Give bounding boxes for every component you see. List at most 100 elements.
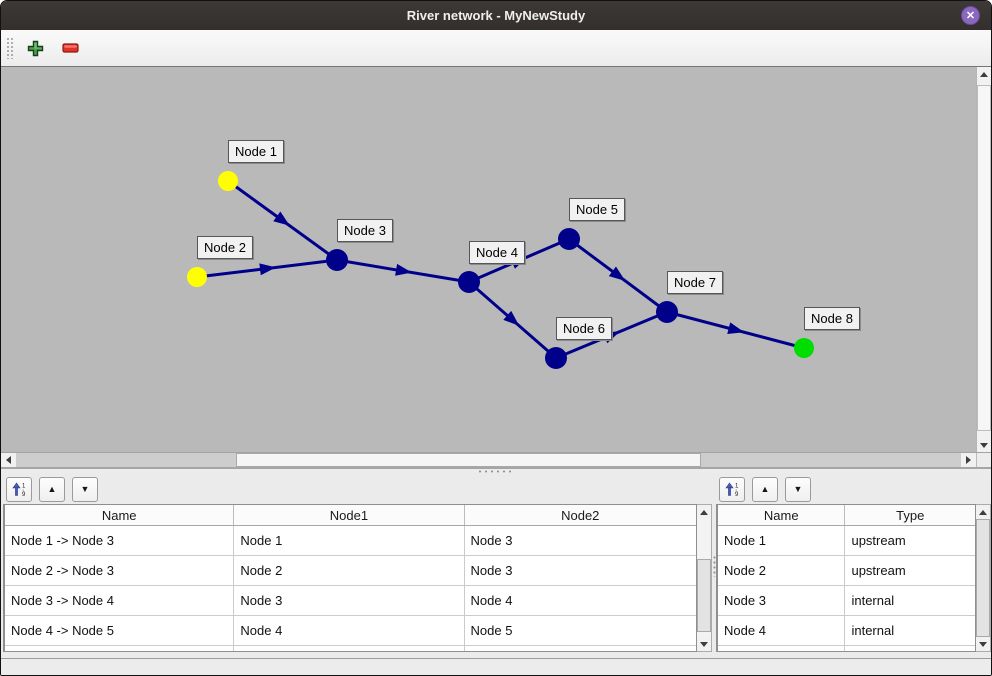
network-node[interactable] <box>558 228 580 250</box>
column-header[interactable]: Type <box>896 507 925 523</box>
nodes-table-scrollbar[interactable] <box>976 504 991 652</box>
scrollbar-track[interactable] <box>976 519 990 637</box>
node-label[interactable]: Node 2 <box>197 236 253 259</box>
table-cell[interactable]: Node 3 <box>234 586 465 615</box>
node-label[interactable]: Node 7 <box>667 271 723 294</box>
scroll-right-button[interactable] <box>961 453 976 467</box>
scrollbar-thumb[interactable] <box>236 453 701 467</box>
network-node[interactable] <box>545 347 567 369</box>
svg-text:9: 9 <box>735 492 739 497</box>
scroll-down-button[interactable] <box>977 438 991 452</box>
table-cell[interactable]: Node 4 <box>718 616 846 645</box>
table-cell[interactable]: Node 3 <box>470 533 513 548</box>
node-label[interactable]: Node 6 <box>556 317 612 340</box>
scroll-up-button[interactable] <box>977 67 991 81</box>
close-icon: ✕ <box>965 10 976 22</box>
node-label[interactable]: Node 8 <box>804 307 860 330</box>
down-arrow-icon: ▼ <box>80 484 90 494</box>
node-label[interactable]: Node 5 <box>569 198 625 221</box>
table-row[interactable]: Node 3 internal <box>718 586 975 616</box>
add-branch-button[interactable] <box>22 35 48 61</box>
table-cell[interactable]: Node 5 <box>470 623 513 638</box>
table-cell[interactable]: internal <box>851 593 895 608</box>
titlebar[interactable]: River network - MyNewStudy ✕ <box>1 1 991 30</box>
network-node[interactable] <box>218 171 238 191</box>
toolbar-grip-handle[interactable] <box>6 37 13 59</box>
table-cell[interactable]: Node 1 <box>718 526 846 555</box>
remove-branch-button[interactable] <box>57 35 83 61</box>
node-label[interactable]: Node 4 <box>469 241 525 264</box>
column-header[interactable]: Node2 <box>561 507 600 523</box>
table-cell[interactable]: Node 4 -> Node 5 <box>5 616 235 645</box>
table-cell[interactable]: Node 2 <box>234 556 465 585</box>
move-up-button[interactable]: ▲ <box>752 477 778 502</box>
table-cell <box>845 646 975 651</box>
table-cell[interactable]: upstream <box>851 563 906 578</box>
network-node[interactable] <box>458 271 480 293</box>
network-node[interactable] <box>656 301 678 323</box>
toolbar <box>1 30 991 67</box>
table-cell[interactable]: Node 1 <box>234 526 465 555</box>
sort-button[interactable]: 1 9 <box>6 477 32 502</box>
table-cell[interactable]: internal <box>851 623 895 638</box>
up-arrow-icon: ▲ <box>760 484 770 494</box>
table-cell[interactable]: Node 4 <box>234 616 465 645</box>
horizontal-splitter[interactable] <box>1 467 991 473</box>
table-row[interactable]: Node 4 internal <box>718 616 975 646</box>
node-label[interactable]: Node 1 <box>228 140 284 163</box>
flow-direction-arrow-icon <box>395 263 412 276</box>
scroll-left-button[interactable] <box>1 453 16 467</box>
scrollbar-track[interactable] <box>977 81 991 438</box>
table-row[interactable]: Node 1 upstream <box>718 526 975 556</box>
table-cell[interactable]: Node 2 -> Node 3 <box>5 556 235 585</box>
table-cell[interactable]: Node 3 <box>470 563 513 578</box>
move-up-button[interactable]: ▲ <box>39 477 65 502</box>
up-arrow-icon <box>979 509 987 515</box>
network-canvas[interactable]: Node 1 Node 2 Node 3 Node 4 Node 5 Node 6 Node… <box>1 67 976 452</box>
scroll-up-button[interactable] <box>976 505 990 519</box>
network-node[interactable] <box>794 338 814 358</box>
network-node[interactable] <box>326 249 348 271</box>
scrollbar-thumb[interactable] <box>977 84 991 431</box>
network-node[interactable] <box>187 267 207 287</box>
column-header[interactable]: Name <box>718 505 846 525</box>
scroll-down-button[interactable] <box>976 637 990 651</box>
table-cell[interactable]: Node 1 -> Node 3 <box>5 526 235 555</box>
table-cell[interactable]: Node 4 <box>470 593 513 608</box>
canvas-horizontal-scrollbar[interactable] <box>1 452 991 467</box>
scroll-down-button[interactable] <box>697 637 711 651</box>
close-button[interactable]: ✕ <box>961 6 980 25</box>
canvas-vertical-scrollbar[interactable] <box>976 67 991 452</box>
table-cell <box>234 646 465 651</box>
sort-button[interactable]: 1 9 <box>719 477 745 502</box>
table-cell[interactable]: Node 3 -> Node 4 <box>5 586 235 615</box>
scroll-up-button[interactable] <box>697 505 711 519</box>
move-down-button[interactable]: ▼ <box>785 477 811 502</box>
move-down-button[interactable]: ▼ <box>72 477 98 502</box>
branches-table-scrollbar[interactable] <box>697 504 712 652</box>
scrollbar-thumb[interactable] <box>697 559 711 633</box>
scrollbar-track[interactable] <box>697 519 711 637</box>
table-row[interactable]: Node 2 upstream <box>718 556 975 586</box>
scrollbar-thumb[interactable] <box>976 519 990 637</box>
scrollbar-track[interactable] <box>16 453 961 467</box>
column-header[interactable]: Node1 <box>234 505 465 525</box>
table-cell[interactable]: Node 2 <box>718 556 846 585</box>
svg-text:1: 1 <box>735 484 739 490</box>
vertical-splitter[interactable] <box>712 473 716 658</box>
node-label[interactable]: Node 3 <box>337 219 393 242</box>
splitter-grip-icon <box>477 469 515 473</box>
table-cell[interactable]: Node 3 <box>718 586 846 615</box>
table-cell[interactable]: upstream <box>851 533 906 548</box>
column-header[interactable]: Name <box>5 505 235 525</box>
